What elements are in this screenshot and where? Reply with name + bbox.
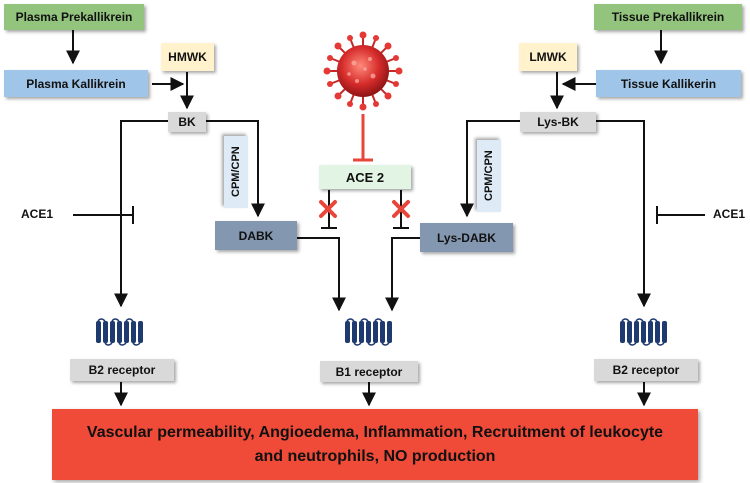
- lmwk-box: LMWK: [519, 43, 577, 71]
- tissue-kallikrein-box: Tissue Kallikerin: [596, 70, 741, 97]
- lys-dabk-box: Lys-DABK: [420, 223, 513, 252]
- physiological-outcome-box: Vascular permeability, Angioedema, Infla…: [52, 409, 698, 480]
- b1-receptor-box: B1 receptor: [320, 361, 418, 382]
- gpcr-receptor-icon: [344, 318, 393, 346]
- gpcr-receptor-icon: [619, 318, 668, 346]
- b2-receptor-box-left: B2 receptor: [70, 359, 174, 381]
- virus-icon: [323, 31, 403, 111]
- x-mark-icon: [319, 200, 337, 218]
- hmwk-box: HMWK: [161, 43, 214, 71]
- dabk-box: DABK: [215, 221, 297, 250]
- x-mark-icon: [392, 200, 410, 218]
- lys-bk-box: Lys-BK: [520, 112, 596, 132]
- ace1-label-left: ACE1: [21, 207, 54, 221]
- tissue-prekallikrein-box: Tissue Prekallikrein: [594, 4, 742, 30]
- gpcr-receptor-icon: [95, 318, 144, 346]
- cpm-cpn-label-left: CPM/CPN: [224, 136, 248, 208]
- bk-box: BK: [168, 112, 206, 132]
- cpm-cpn-label-right: CPM/CPN: [477, 140, 501, 212]
- ace2-box: ACE 2: [319, 165, 411, 189]
- plasma-prekallikrein-box: Plasma Prekallikrein: [4, 4, 144, 30]
- ace1-label-right: ACE1: [713, 207, 746, 221]
- plasma-kallikrein-box: Plasma Kallikrein: [4, 70, 148, 97]
- b2-receptor-box-right: B2 receptor: [594, 359, 698, 381]
